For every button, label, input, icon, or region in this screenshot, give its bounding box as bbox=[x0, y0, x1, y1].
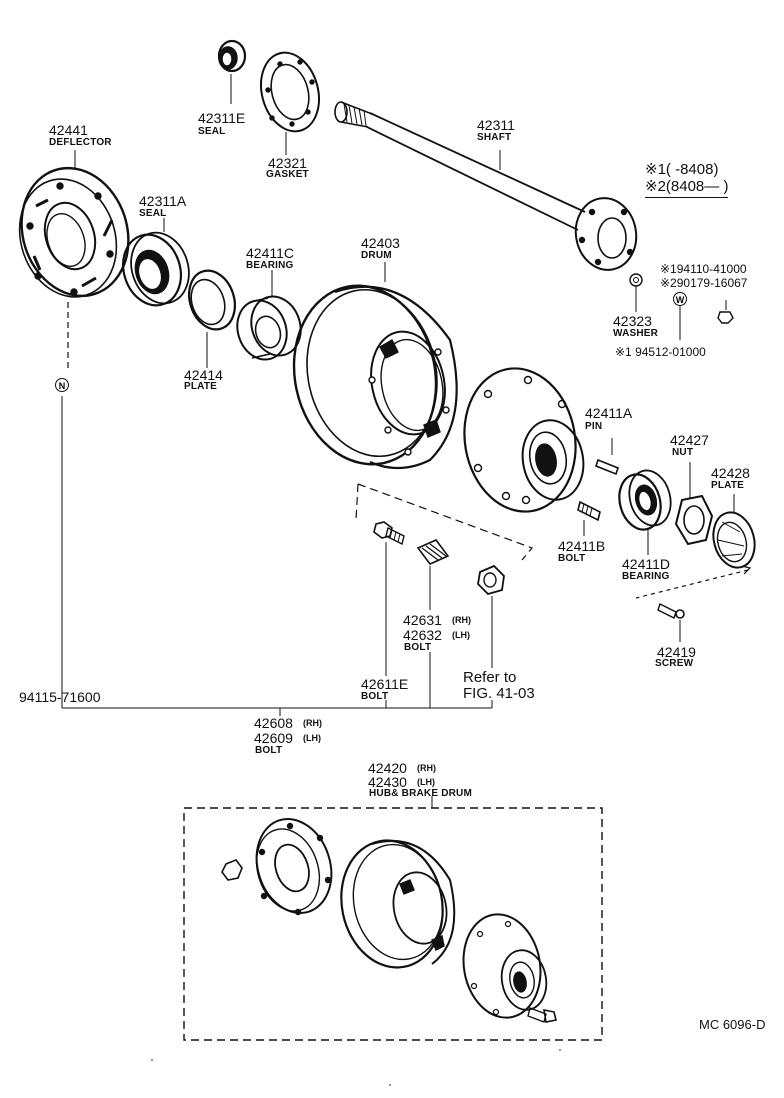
label-42411c-name: BEARING bbox=[246, 260, 294, 271]
label-42428-name: PLATE bbox=[711, 480, 745, 491]
washer-42323-drawing bbox=[630, 274, 733, 340]
label-42321-number: 42321 bbox=[268, 155, 307, 171]
seal-42311e-drawing bbox=[219, 41, 245, 104]
screw-42419-drawing bbox=[658, 604, 684, 642]
marker-n-icon: N bbox=[55, 378, 69, 392]
hub-brake-drum-assembly-box bbox=[184, 796, 602, 1040]
label-42420-rh: (RH) bbox=[417, 763, 436, 773]
refer-line-2: FIG. 41-03 bbox=[463, 685, 535, 702]
plate-42414-drawing bbox=[182, 265, 242, 368]
plate-42428-drawing bbox=[636, 494, 761, 598]
figure-code: MC 6096-D bbox=[699, 1017, 766, 1032]
bolt-42631-drawing bbox=[418, 540, 448, 610]
nut-42427-drawing bbox=[676, 462, 712, 544]
label-42608-number: 42608 bbox=[254, 715, 293, 731]
label-42311-name: SHAFT bbox=[477, 132, 512, 143]
label-42420-name: HUB& BRAKE DRUM bbox=[369, 788, 472, 799]
drum-42403-drawing bbox=[278, 262, 457, 478]
label-42632-lh: (LH) bbox=[452, 630, 470, 640]
label-42411d-name: BEARING bbox=[622, 571, 670, 582]
label-42414-name: PLATE bbox=[184, 381, 218, 392]
label-42631-rh: (RH) bbox=[452, 615, 471, 625]
seal-42311a-drawing bbox=[114, 218, 198, 313]
bolts-bracket-dashed bbox=[356, 484, 532, 560]
label-42403-number: 42403 bbox=[361, 235, 400, 251]
label-42631-name: BOLT bbox=[404, 642, 432, 653]
label-42609-lh: (LH) bbox=[303, 733, 321, 743]
deflector-42441-drawing bbox=[5, 150, 145, 372]
label-42420-number: 42420 bbox=[368, 760, 407, 776]
label-42419-number: 42419 bbox=[657, 644, 696, 660]
label-42311-number: 42311 bbox=[477, 117, 515, 133]
label-42311a-name: SEAL bbox=[139, 208, 167, 219]
label-42419-name: SCREW bbox=[655, 658, 694, 669]
bolt-42608-bracket-lines bbox=[62, 396, 492, 716]
gasket-42321-drawing bbox=[253, 46, 328, 155]
label-42411b-number: 42411B bbox=[558, 538, 606, 554]
label-42611e-number: 42611E bbox=[361, 676, 409, 692]
label-42608-rh: (RH) bbox=[303, 718, 322, 728]
label-42311e-name: SEAL bbox=[198, 126, 226, 137]
bearing-42411d-drawing bbox=[613, 466, 676, 555]
label-42608-name: BOLT bbox=[255, 745, 283, 756]
label-42403-name: DRUM bbox=[361, 250, 392, 261]
label-42430-number: 42430 bbox=[368, 774, 407, 790]
label-42323-name: WASHER bbox=[613, 328, 659, 339]
label-42411a-number: 42411A bbox=[585, 405, 633, 421]
label-94115-number: 94115-71600 bbox=[19, 689, 101, 705]
pin-42411a-drawing bbox=[596, 438, 618, 474]
label-42632-number: 42632 bbox=[403, 627, 442, 643]
shaft-42311-drawing bbox=[335, 102, 642, 275]
bolt-42611e-drawing bbox=[374, 522, 404, 676]
label-42611e-name: BOLT bbox=[361, 691, 389, 702]
label-42428-number: 42428 bbox=[711, 465, 750, 481]
label-42441-number: 42441 bbox=[49, 122, 88, 138]
note-washer-alt-2: ※290179-16067 bbox=[660, 276, 748, 290]
label-42323-number: 42323 bbox=[613, 313, 652, 329]
label-42414-number: 42414 bbox=[184, 367, 223, 383]
nut-refer-drawing bbox=[478, 566, 504, 668]
label-42609-number: 42609 bbox=[254, 730, 293, 746]
marker-w-icon: W bbox=[673, 292, 687, 306]
label-42427-name: NUT bbox=[672, 447, 694, 458]
bolt-42411b-drawing bbox=[578, 502, 600, 536]
label-42411c-number: 42411C bbox=[246, 245, 295, 261]
label-42311e-number: 42311E bbox=[198, 110, 246, 126]
label-42321-name: GASKET bbox=[266, 169, 309, 180]
label-42411b-name: BOLT bbox=[558, 553, 586, 564]
label-42411d-number: 42411D bbox=[622, 556, 671, 572]
refer-line-1: Refer to bbox=[463, 669, 517, 686]
note-range-1: ※1( -8408) bbox=[645, 161, 719, 178]
note-washer-w: ※1 94512-01000 bbox=[615, 345, 706, 359]
label-42411a-name: PIN bbox=[585, 421, 603, 432]
label-42311a-number: 42311A bbox=[139, 193, 187, 209]
note-washer-alt-1: ※194110-41000 bbox=[660, 262, 747, 276]
bearing-42411c-drawing bbox=[230, 270, 308, 366]
note-range-2: ※2(8408— ) bbox=[645, 179, 729, 198]
label-42631-number: 42631 bbox=[403, 612, 442, 628]
hub-flange-drawing bbox=[453, 360, 589, 521]
label-42427-number: 42427 bbox=[670, 432, 709, 448]
label-42441-name: DEFLECTOR bbox=[49, 137, 112, 148]
label-42430-lh: (LH) bbox=[417, 777, 435, 787]
